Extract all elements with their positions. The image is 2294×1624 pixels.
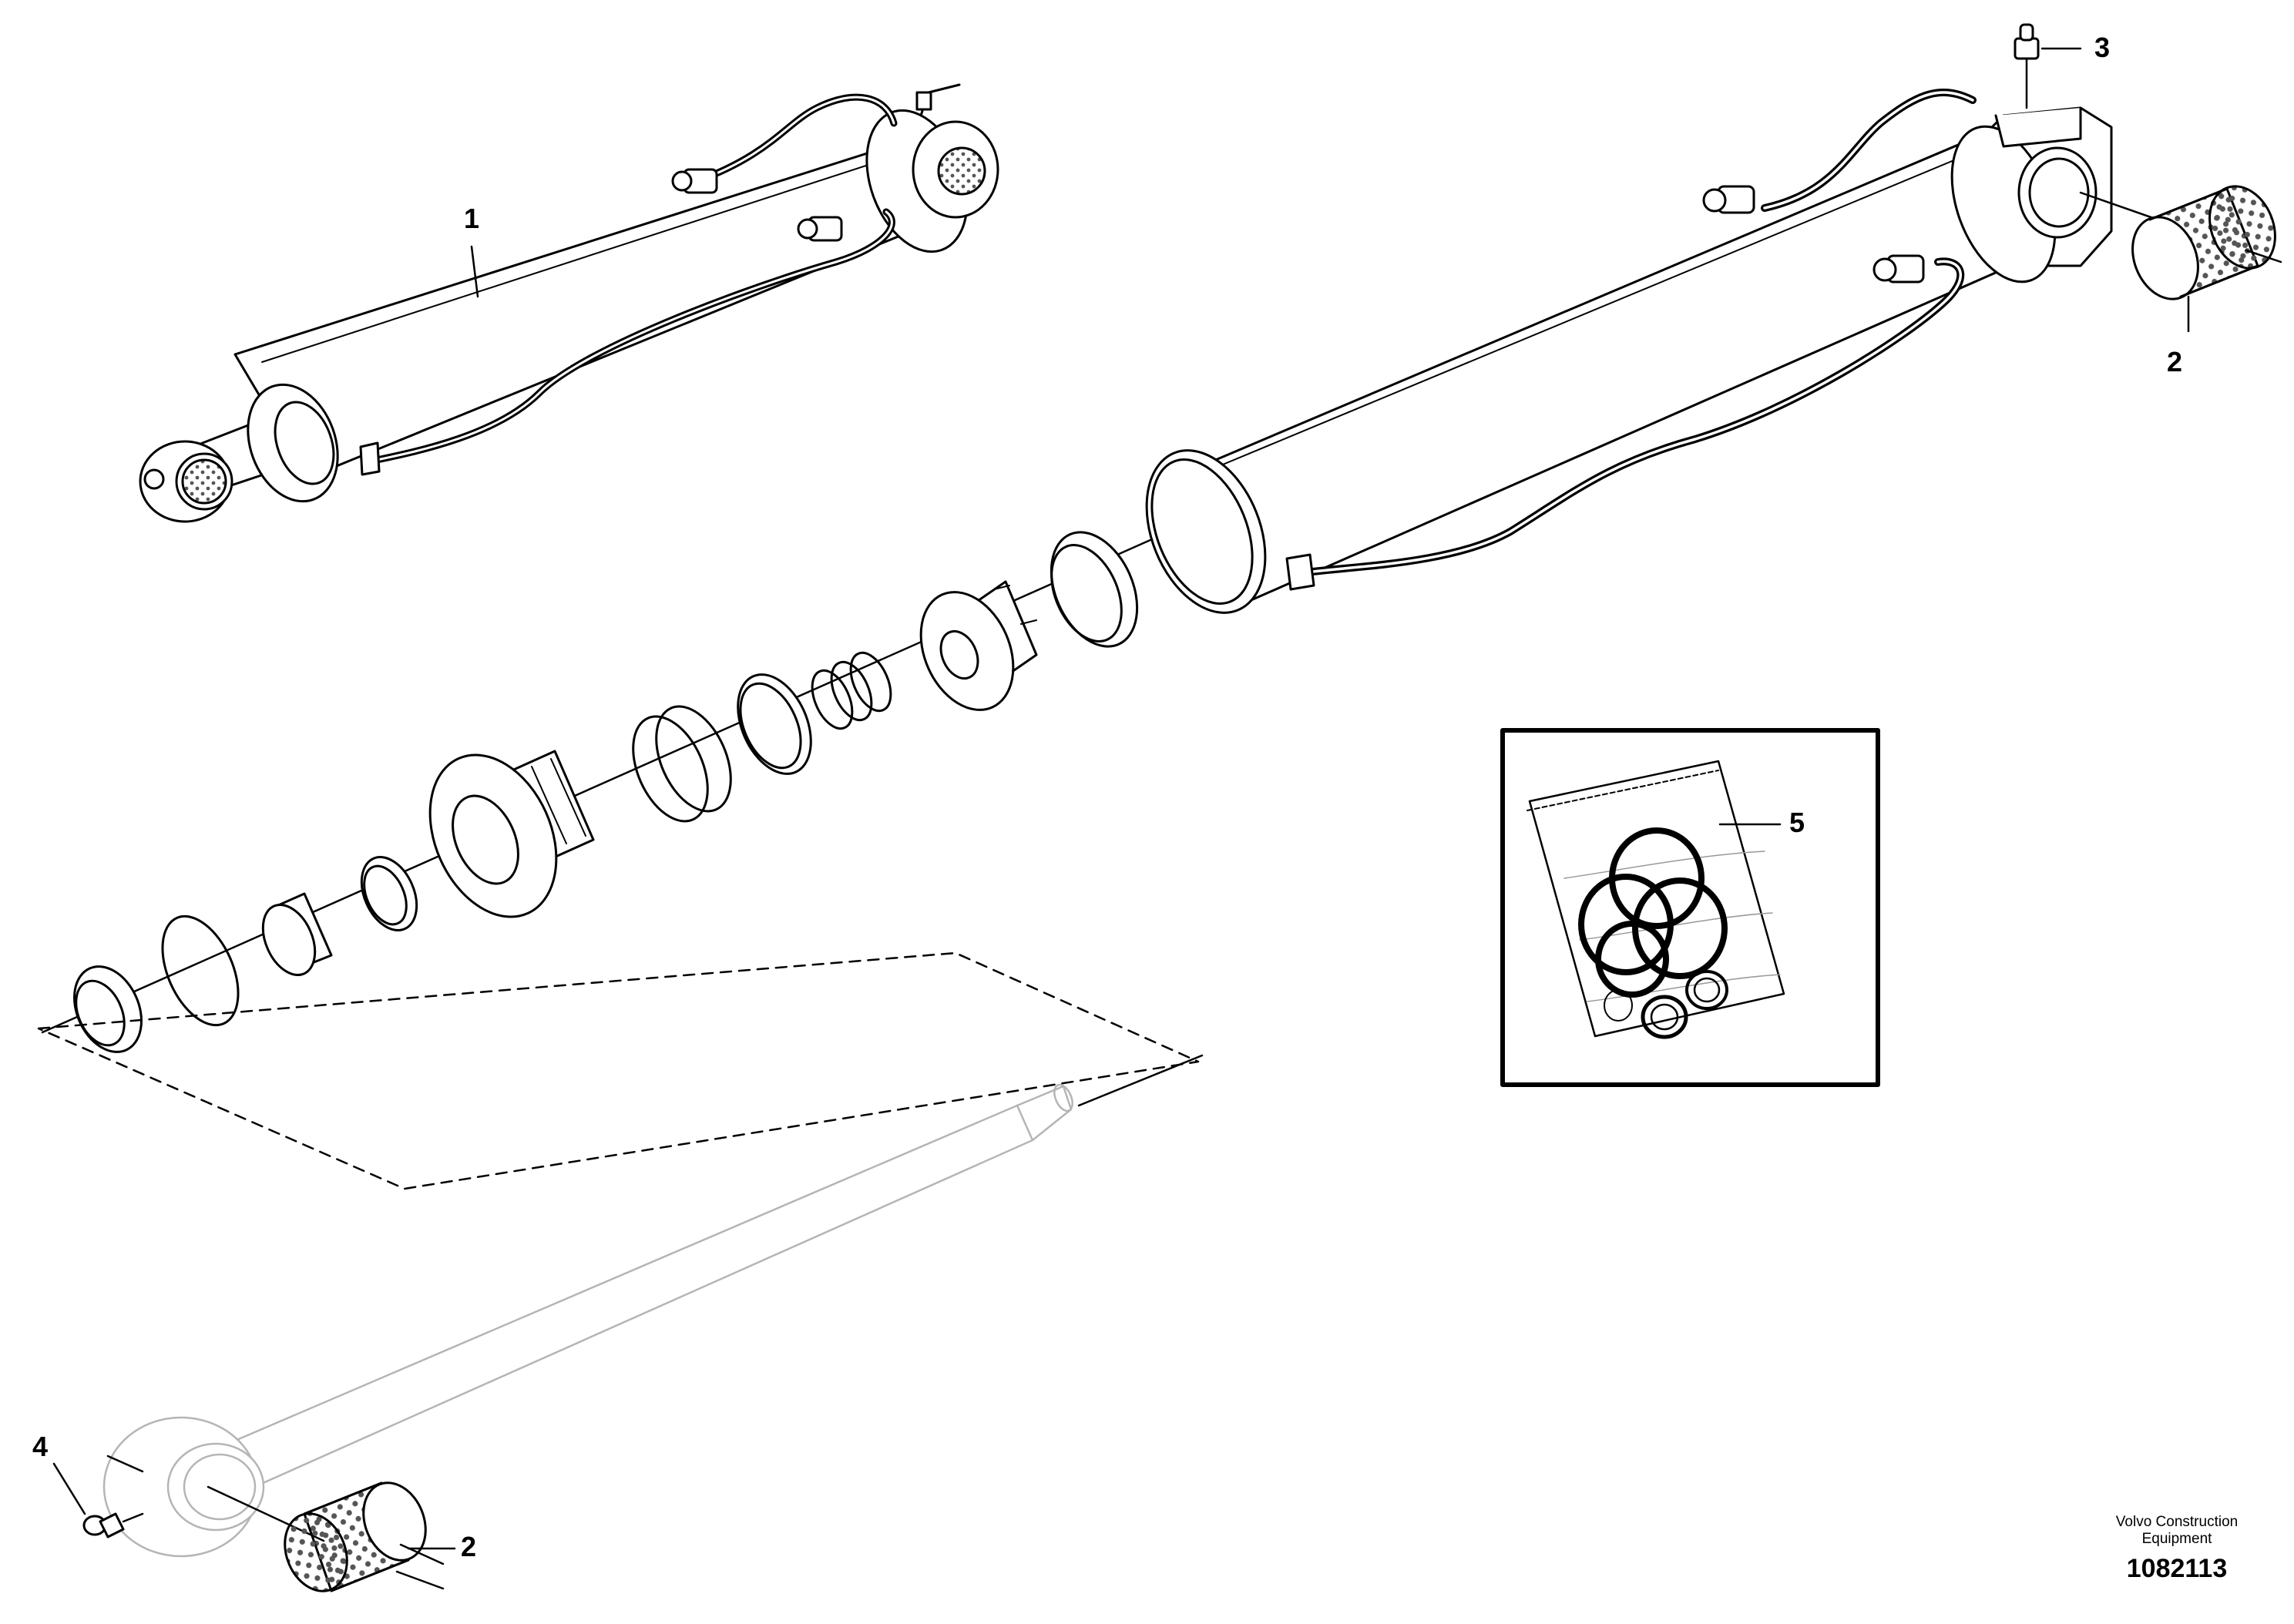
seal-kit-inset bbox=[1500, 728, 1880, 1087]
assembled-cylinder bbox=[139, 83, 999, 523]
callout-5: 5 bbox=[1789, 807, 1805, 838]
credit-company: Volvo Construction bbox=[2115, 1514, 2239, 1530]
callout-2-bushing-bottom: 2 bbox=[461, 1531, 477, 1562]
callout-3: 3 bbox=[2094, 32, 2111, 63]
assembly-bracket bbox=[37, 951, 1200, 1190]
bushing-top bbox=[2131, 185, 2276, 300]
callout-4: 4 bbox=[32, 1431, 49, 1462]
bushing-bottom bbox=[284, 1481, 427, 1592]
callout-2-bushing-top: 2 bbox=[2167, 346, 2183, 377]
exploded-parts bbox=[41, 531, 1154, 1053]
credit-company-line2: Equipment bbox=[2141, 1531, 2212, 1547]
callout-1: 1 bbox=[464, 203, 480, 234]
grease-nipple-4 bbox=[52, 1462, 144, 1538]
piston-rod-ghost bbox=[102, 1083, 1073, 1558]
cylinder-tube bbox=[1145, 23, 2282, 614]
drawing-number: 1082113 bbox=[2126, 1554, 2228, 1583]
credit-block: Volvo Construction Equipment 1082113 bbox=[2073, 1514, 2281, 1584]
